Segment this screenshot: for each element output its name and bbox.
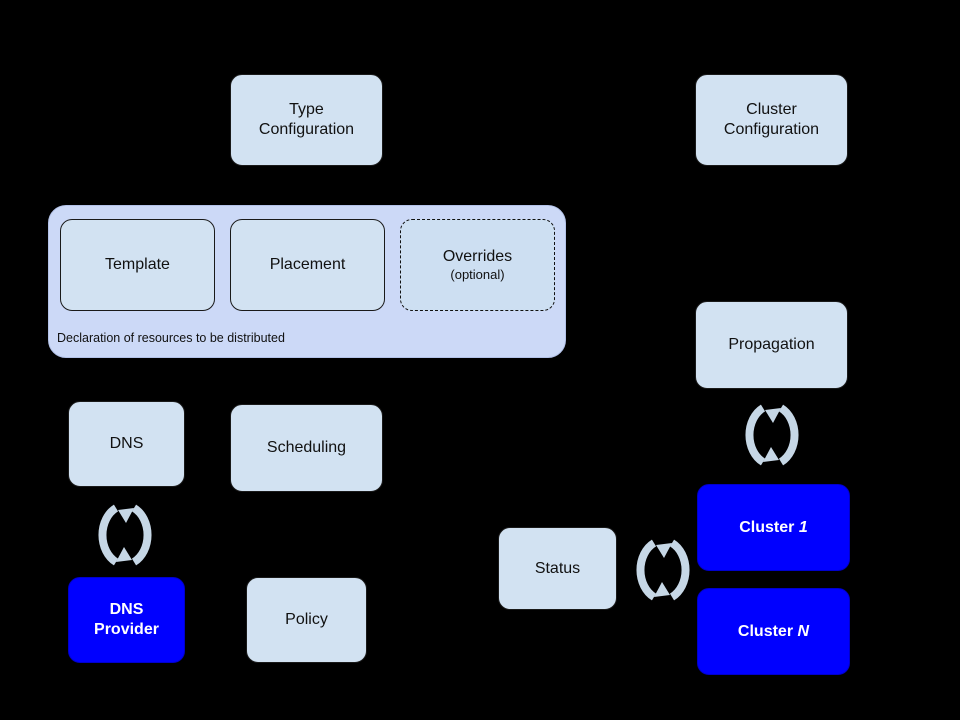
node-overrides-label: Overrides (optional) xyxy=(443,247,512,282)
sync-cycle-icon-status xyxy=(636,539,690,601)
node-cluster-1[interactable]: Cluster 1 xyxy=(697,484,850,571)
node-status-label: Status xyxy=(534,559,581,577)
cluster-1-prefix: Cluster xyxy=(739,518,799,536)
node-policy[interactable]: Policy xyxy=(246,577,367,663)
node-placement-label: Placement xyxy=(269,256,346,274)
sync-cycle-icon-propagation xyxy=(745,404,799,466)
cluster-n-prefix: Cluster xyxy=(737,622,798,640)
node-scheduling[interactable]: Scheduling xyxy=(230,404,383,492)
sync-cycle-icon-dns xyxy=(98,504,152,566)
node-placement[interactable]: Placement xyxy=(230,219,385,311)
node-overrides[interactable]: Overrides (optional) xyxy=(400,219,555,311)
node-cluster-configuration[interactable]: Cluster Configuration xyxy=(695,74,848,166)
node-propagation[interactable]: Propagation xyxy=(695,301,848,389)
node-type-configuration-label: Type Configuration xyxy=(259,100,354,139)
overrides-note: (optional) xyxy=(450,266,505,282)
cluster-n-index: N xyxy=(797,622,810,640)
dns-provider-line2: Provider xyxy=(94,621,159,638)
cluster-config-line1: Cluster xyxy=(746,101,797,119)
node-cluster-n[interactable]: Cluster N xyxy=(697,588,850,675)
node-template[interactable]: Template xyxy=(60,219,215,311)
node-cluster-configuration-label: Cluster Configuration xyxy=(724,100,819,139)
node-dns[interactable]: DNS xyxy=(68,401,185,487)
group-caption: Declaration of resources to be distribut… xyxy=(57,331,285,345)
node-dns-provider-label: DNS Provider xyxy=(94,600,159,639)
node-type-configuration[interactable]: Type Configuration xyxy=(230,74,383,166)
node-scheduling-label: Scheduling xyxy=(266,439,347,457)
type-config-line2: Configuration xyxy=(258,121,355,138)
node-status[interactable]: Status xyxy=(498,527,617,610)
cluster-1-index: 1 xyxy=(798,518,808,536)
node-dns-label: DNS xyxy=(109,435,144,453)
node-policy-label: Policy xyxy=(285,611,328,629)
node-cluster-n-label: Cluster N xyxy=(738,622,809,642)
overrides-title: Overrides xyxy=(442,248,513,266)
dns-provider-line1: DNS xyxy=(109,601,144,619)
node-template-label: Template xyxy=(105,256,170,274)
node-dns-provider[interactable]: DNS Provider xyxy=(68,577,185,663)
node-cluster-1-label: Cluster 1 xyxy=(739,518,807,538)
type-config-line1: Type xyxy=(289,101,324,119)
cluster-config-line2: Configuration xyxy=(723,121,820,138)
node-propagation-label: Propagation xyxy=(728,336,815,354)
